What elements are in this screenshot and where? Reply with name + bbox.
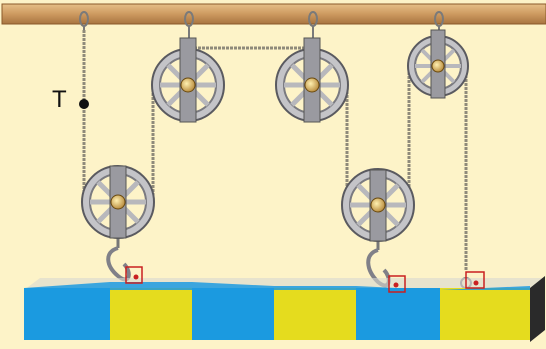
attachment-marker-right: [388, 275, 406, 293]
pulley-movable-left: [81, 165, 155, 248]
block-top-strip: [24, 282, 530, 290]
tension-label: T: [52, 86, 67, 113]
tension-point: [79, 99, 89, 109]
block-segment-2: [110, 288, 192, 340]
load-hook-left: [106, 246, 131, 282]
block-segment-1: [24, 288, 110, 340]
block-segment-6: [440, 288, 530, 340]
block-segment-3: [192, 288, 274, 340]
pulley-fixed-left: [151, 37, 225, 123]
block-side-face: [530, 276, 545, 342]
ceiling-hook-4: [434, 11, 444, 30]
ceiling-beam: [1, 3, 546, 25]
rope: [82, 30, 468, 270]
block-segment-4: [274, 288, 356, 340]
pulley-fixed-right: [407, 29, 469, 99]
pulley-movable-right: [341, 168, 415, 250]
load-block: [24, 276, 545, 342]
ceiling-hook-3: [308, 11, 318, 38]
block-segment-5: [356, 288, 440, 340]
attachment-marker-end: [465, 271, 485, 289]
pulley-fixed-center: [275, 37, 349, 123]
ceiling-hook-2: [184, 11, 194, 38]
attachment-marker-left: [125, 266, 143, 284]
